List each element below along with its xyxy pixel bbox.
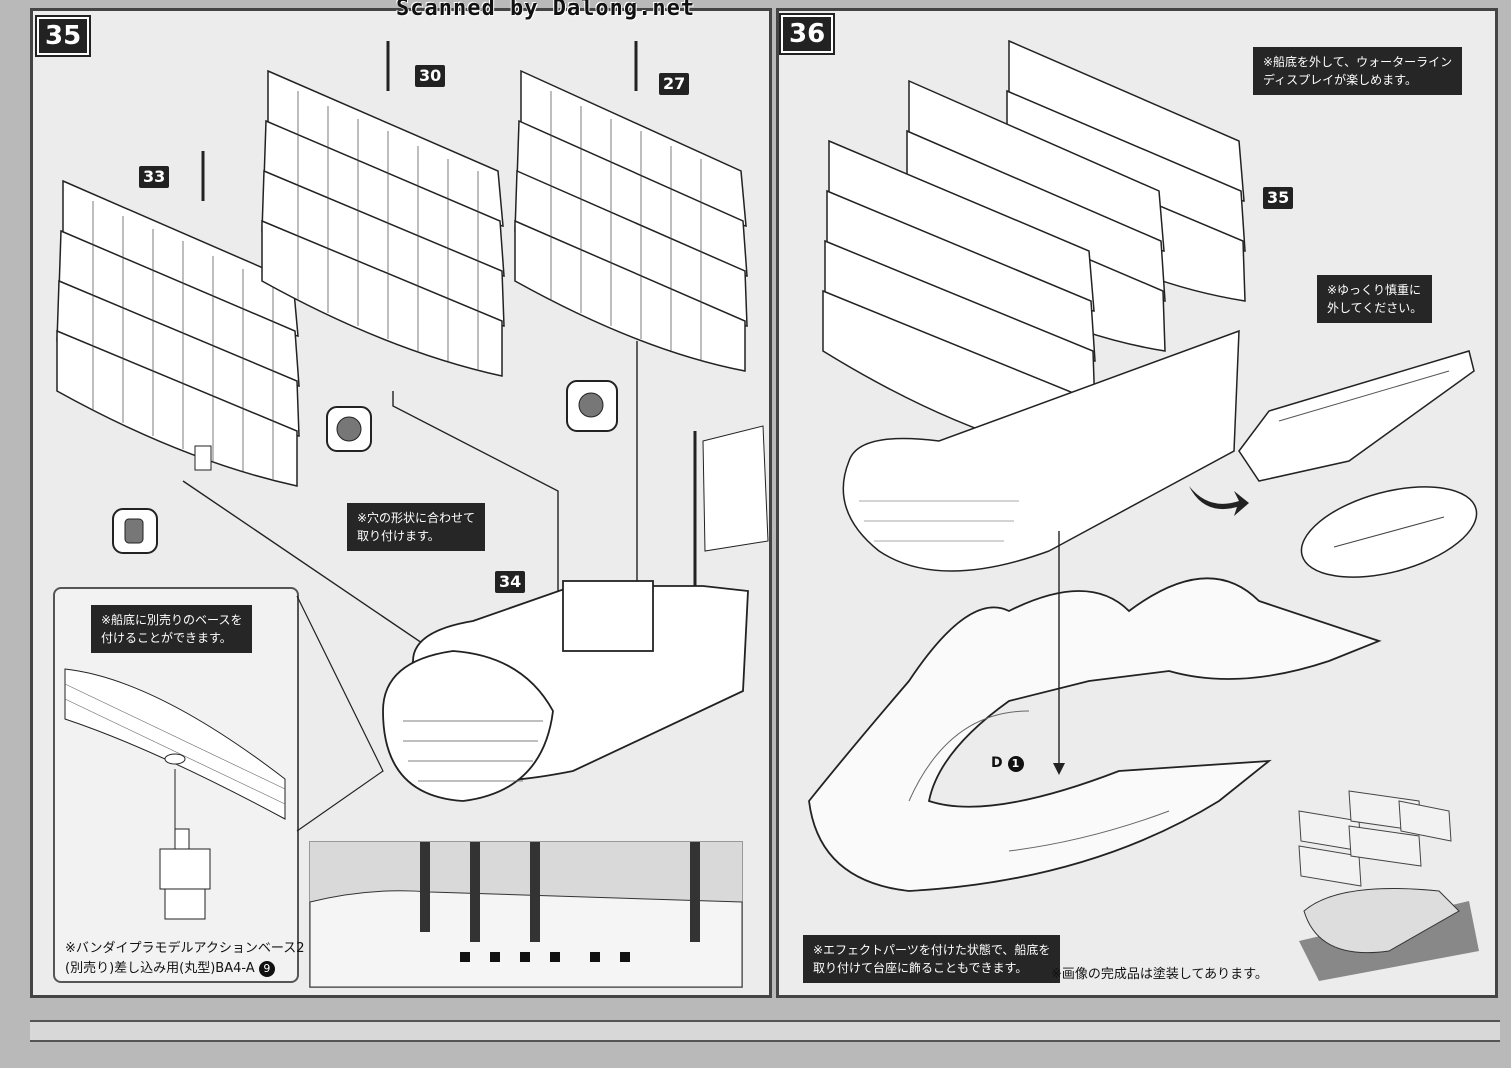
part-number-30: 30 [415, 65, 446, 87]
attach-guide-line [1053, 531, 1065, 775]
caption-line-2: (別売り)差し込み用(丸型)BA4-A 9 [65, 959, 305, 979]
ship-bottom-part [1238, 350, 1475, 482]
note-painted: ※画像の完成品は塗装してあります。 [1051, 967, 1268, 982]
note-line: 付けることができます。 [101, 631, 232, 645]
note-line: 取り付けて台座に飾ることもできます。 [813, 961, 1028, 975]
part-number-34: 34 [495, 571, 526, 593]
finished-ship-photo [1298, 790, 1479, 981]
note-base-option: ※船底に別売りのベースを 付けることができます。 [91, 605, 253, 653]
sail-illustration-27 [514, 41, 748, 372]
note-line: ※エフェクトパーツを付けた状態で、船底を [813, 943, 1051, 957]
removal-arrow [1189, 486, 1249, 516]
note-line: ※穴の形状に合わせて [357, 511, 476, 525]
note-line: 外してください。 [1327, 301, 1423, 315]
effect-part-letter: D [991, 755, 1003, 771]
note-line: ※船底を外して、ウォーターライン [1263, 55, 1453, 69]
note-effect-parts: ※エフェクトパーツを付けた状態で、船底を 取り付けて台座に飾ることもできます。 [803, 935, 1061, 983]
finished-hull-photo [309, 841, 743, 988]
note-line: ※ゆっくり慎重に [1327, 283, 1422, 297]
note-line: ※船底に別売りのベースを [101, 613, 243, 627]
step-number: 36 [779, 13, 836, 55]
action-base-connector [159, 828, 211, 920]
peg-shape-callout-2 [326, 406, 372, 452]
part-number-33: 33 [139, 166, 170, 188]
inset-pointer [296, 595, 384, 832]
note-align-holes: ※穴の形状に合わせて 取り付けます。 [347, 503, 486, 551]
effect-part-label: D 1 [991, 755, 1024, 772]
part-number-35: 35 [1263, 187, 1294, 209]
peg-shape-callout-1 [112, 508, 158, 554]
sail-illustration-33 [56, 151, 300, 487]
bottom-border-strip [30, 1020, 1500, 1042]
note-line: ディスプレイが楽しめます。 [1263, 73, 1417, 87]
step-number: 35 [34, 15, 92, 57]
hull-illustration [382, 425, 769, 802]
ship-illustration [822, 39, 1246, 572]
left-page: 35 33 30 [30, 8, 772, 998]
effect-part-badge: 1 [1007, 756, 1024, 772]
hull-bottom-detail [64, 668, 286, 829]
scan-credit: Scanned by Dalong.net [396, 0, 696, 21]
note-line: 取り付けます。 [357, 529, 440, 543]
sail-illustration-30 [261, 41, 505, 377]
part-number-27: 27 [659, 73, 690, 95]
note-waterline: ※船底を外して、ウォーターライン ディスプレイが楽しめます。 [1253, 47, 1463, 95]
base-option-inset [53, 587, 299, 983]
caption-badge: 9 [258, 961, 275, 977]
display-base [1300, 486, 1478, 578]
base-caption: ※バンダイプラモデルアクションベース2 (別売り)差し込み用(丸型)BA4-A … [65, 939, 305, 979]
right-page: 36 ※船底を外して、ウォーターライン ディスプレイが楽しめます。 35 ※ゆっ… [776, 8, 1498, 998]
peg-shape-callout-3 [566, 380, 618, 432]
photo-content [309, 842, 743, 988]
wave-effect-part [808, 577, 1382, 892]
caption-text: (別売り)差し込み用(丸型)BA4-A [65, 961, 255, 976]
caption-line: ※バンダイプラモデルアクションベース2 [65, 941, 305, 956]
note-careful: ※ゆっくり慎重に 外してください。 [1317, 275, 1433, 323]
